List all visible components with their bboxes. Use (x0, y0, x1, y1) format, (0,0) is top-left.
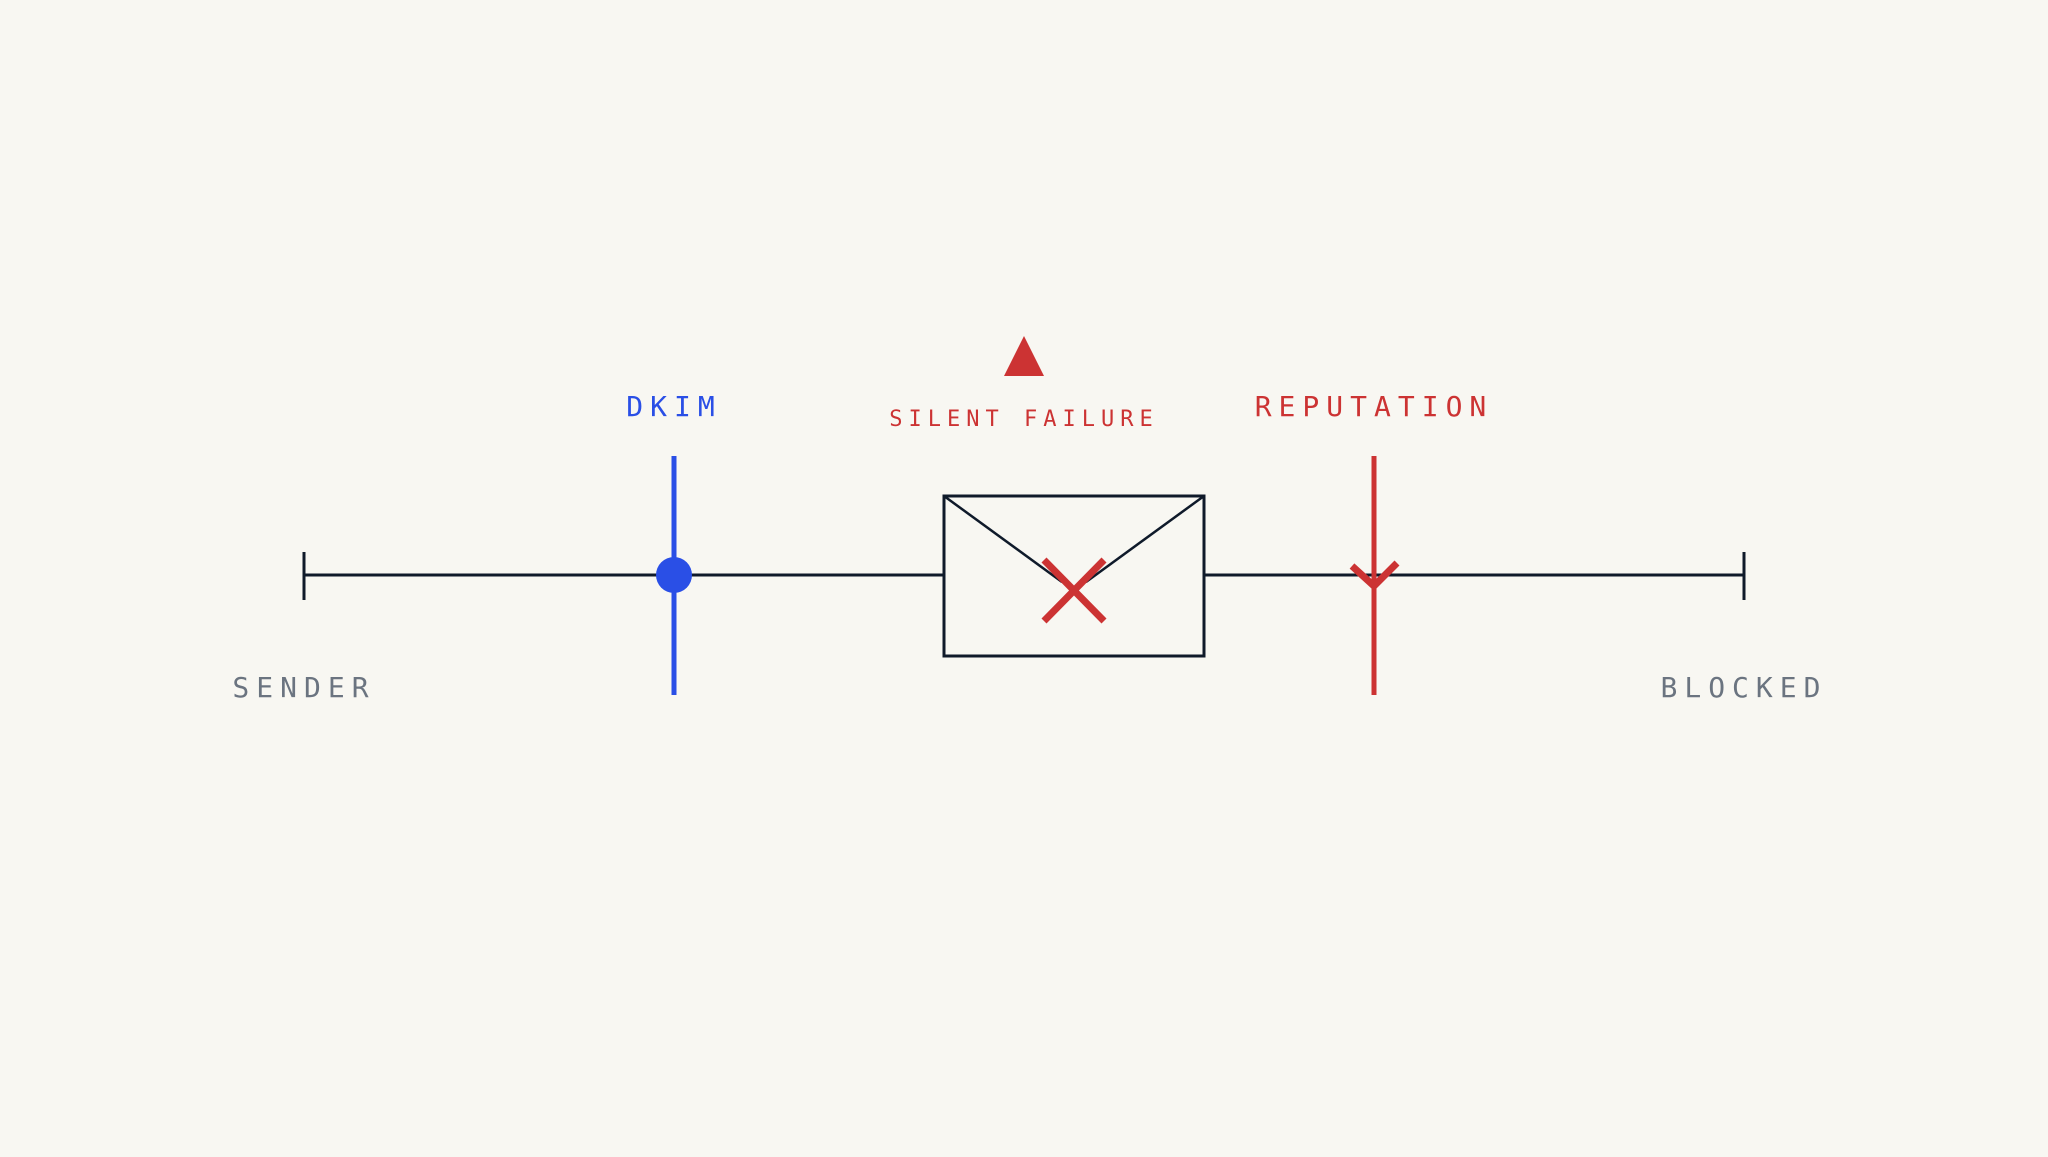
silent-failure-warning: SILENT FAILURE (889, 336, 1158, 432)
envelope-icon (942, 494, 1206, 658)
checkpoint-reputation: REPUTATION (1255, 390, 1494, 695)
blocked-label: BLOCKED (1660, 671, 1827, 704)
sender-label: SENDER (232, 671, 375, 704)
message-envelope (942, 494, 1206, 658)
checkpoint-dkim: DKIM (626, 390, 721, 695)
reputation-fail-mark-icon (1349, 560, 1400, 591)
reputation-label: REPUTATION (1255, 390, 1494, 423)
dkim-label: DKIM (626, 390, 721, 423)
envelope-flap-right (1085, 494, 1205, 584)
dkim-pass-dot-icon (656, 557, 692, 593)
silent-failure-label: SILENT FAILURE (889, 407, 1158, 432)
x-mark-icon (1041, 557, 1107, 624)
envelope-flap-left (943, 494, 1063, 584)
warning-triangle-icon (1004, 336, 1044, 376)
